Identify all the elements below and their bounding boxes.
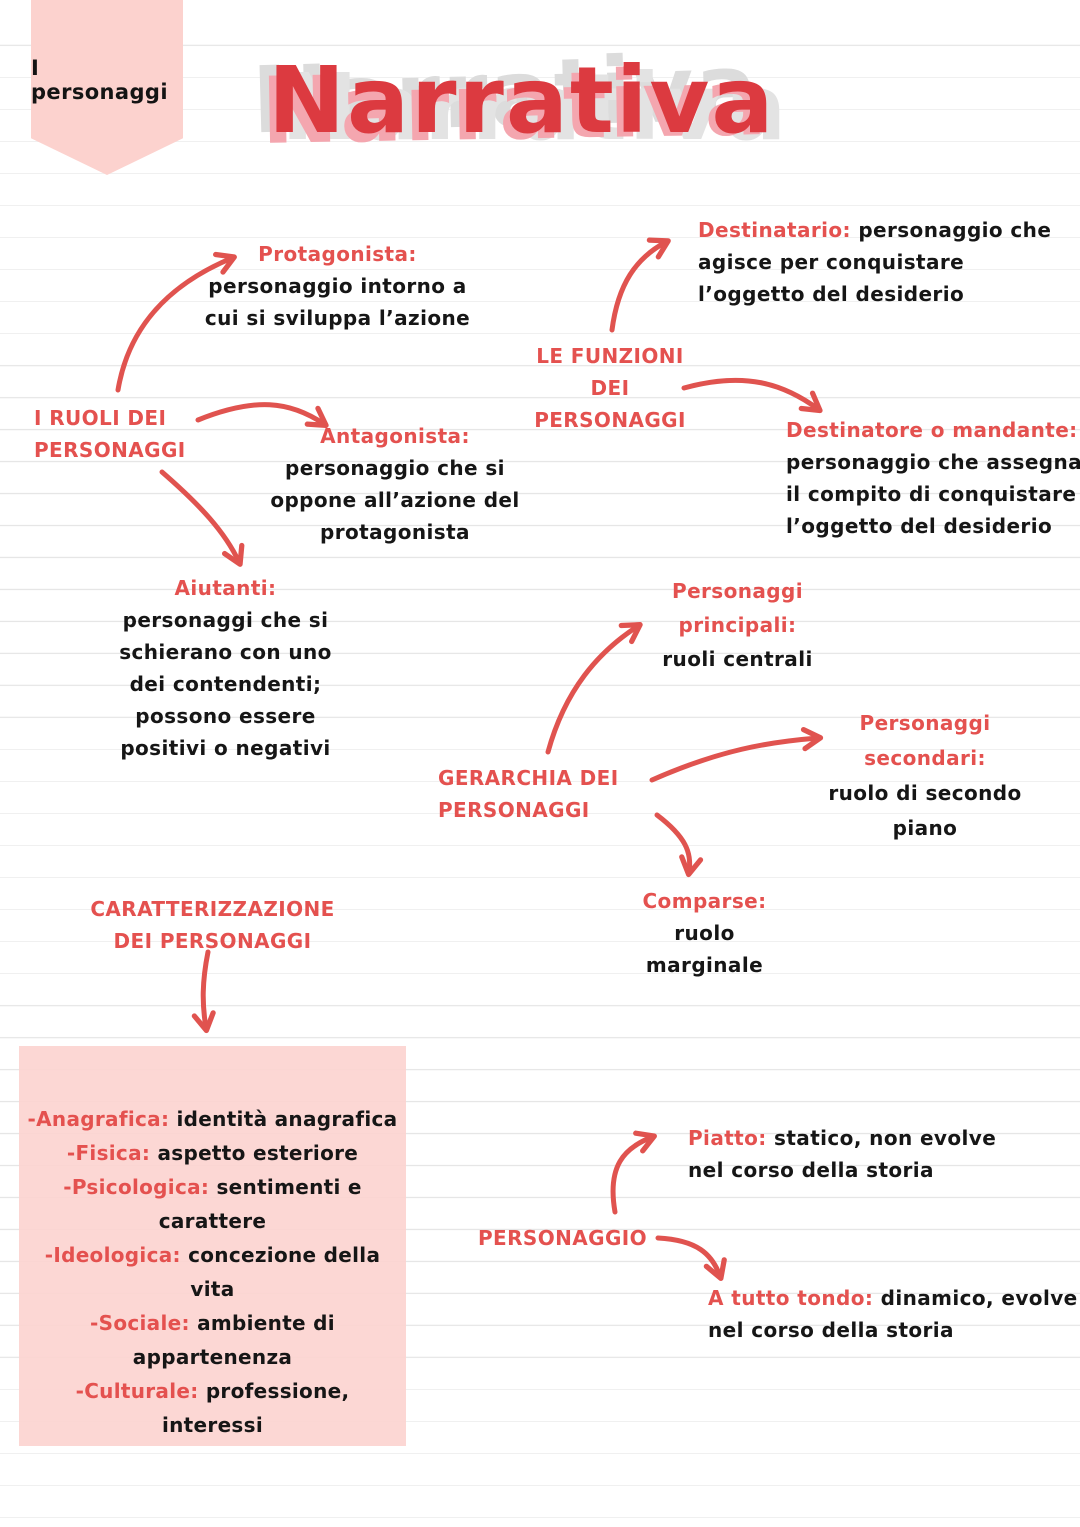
node-piatto: Piatto: statico, non evolve nel corso de… [688, 1122, 1018, 1186]
node-heading-line: PERSONAGGIO [478, 1226, 648, 1250]
node-destinatario: Destinatario: personaggio che agisce per… [698, 214, 1051, 310]
node-label: Protagonista: [258, 242, 417, 266]
node-text-line: ruoli centrali [662, 647, 813, 671]
node-text-line: schierano con uno [119, 640, 332, 664]
arrow-caratterizzazione-to-box [191, 949, 216, 1034]
arrow-ruoli-to-aiutanti [159, 469, 245, 567]
title-ghost-layer: Narrativa [281, 54, 789, 161]
node-funzioni-personaggi: LE FUNZIONI DEI PERSONAGGI [530, 340, 690, 436]
node-label: secondari: [864, 746, 986, 770]
node-text-line: marginale [645, 953, 764, 977]
node-personaggi-secondari: Personaggi secondari: ruolo di secondo p… [825, 706, 1025, 846]
node-text-line: ruolo [674, 921, 735, 945]
node-protagonista: Protagonista: personaggio intorno a cui … [190, 238, 485, 334]
node-text-line: l’oggetto del desiderio [698, 282, 965, 306]
node-text-line: cui si sviluppa l’azione [204, 306, 471, 330]
box-item-label: -Psicologica: [63, 1175, 210, 1199]
node-text-line: personaggio che si [285, 456, 505, 480]
node-text-line: nel corso della storia [708, 1318, 954, 1342]
node-label: Personaggi [859, 711, 991, 735]
node-text-inline: statico, non evolve [774, 1126, 997, 1150]
page-title: Narrativa Narrativa Narrativa Narrativa [251, 34, 828, 186]
node-label: Personaggi [672, 579, 803, 603]
node-text-line: protagonista [320, 520, 470, 544]
box-item-text: aspetto esteriore [157, 1141, 359, 1165]
node-label: Destinatore o mandante: [786, 418, 1078, 442]
node-label: Piatto: [688, 1126, 767, 1150]
box-item-text: identità anagrafica [176, 1107, 398, 1131]
node-text-line: oppone all’azione del [270, 488, 520, 512]
node-text-line: nel corso della storia [688, 1158, 934, 1182]
node-personaggio: PERSONAGGIO [478, 1222, 647, 1254]
node-text-inline: personaggio che [858, 218, 1052, 242]
node-heading-line: DEI PERSONAGGI [113, 929, 312, 953]
node-label: Destinatario: [698, 218, 851, 242]
caratterizzazione-box-content: -Anagrafica: identità anagrafica -Fisica… [19, 1046, 406, 1442]
arrow-personaggio-to-piatto [610, 1130, 657, 1215]
node-antagonista: Antagonista: personaggio che si oppone a… [270, 420, 520, 548]
node-heading-line: PERSONAGGI [438, 798, 590, 822]
node-heading-line: CARATTERIZZAZIONE [90, 897, 335, 921]
arrow-personaggio-to-tuttotondo [655, 1235, 727, 1281]
node-label: Antagonista: [320, 424, 470, 448]
bookmark-label: I personaggi [31, 56, 168, 104]
box-item: -Psicologica: sentimenti e carattere [25, 1170, 400, 1238]
node-tutto-tondo: A tutto tondo: dinamico, evolve nel cors… [708, 1282, 1077, 1346]
arrow-gerarchia-to-comparse [654, 812, 704, 878]
box-item: -Ideologica: concezione della vita [25, 1238, 400, 1306]
node-text-line: il compito di conquistare [786, 482, 1077, 506]
node-label: Comparse: [642, 889, 767, 913]
node-destinatore: Destinatore o mandante: personaggio che … [786, 414, 1080, 542]
node-heading-line: DEI [590, 376, 630, 400]
node-heading-line: I RUOLI DEI [34, 406, 167, 430]
node-heading-line: PERSONAGGI [34, 438, 186, 462]
node-text-inline: dinamico, evolve [880, 1286, 1078, 1310]
box-item-label: -Fisica: [66, 1141, 151, 1165]
box-item-text: concezione della vita [188, 1243, 381, 1301]
arrow-funzioni-to-destinatore [681, 377, 823, 414]
node-ruoli-personaggi: I RUOLI DEI PERSONAGGI [34, 402, 224, 466]
arrow-funzioni-to-destinatario [609, 237, 671, 333]
node-text-line: personaggio che assegna [786, 450, 1080, 474]
node-label: principali: [678, 613, 797, 637]
node-text-line: personaggio intorno a [208, 274, 467, 298]
node-text-line: ruolo di secondo [828, 781, 1022, 805]
node-label: Aiutanti: [174, 576, 277, 600]
title-main: Narrativa [268, 47, 776, 154]
node-personaggi-principali: Personaggi principali: ruoli centrali [640, 574, 835, 676]
node-text-line: possono essere [135, 704, 316, 728]
bookmark-ribbon: I personaggi [31, 0, 183, 175]
box-item-text: ambiente di appartenenza [132, 1311, 335, 1369]
node-gerarchia-personaggi: GERARCHIA DEI PERSONAGGI [438, 762, 648, 826]
box-item-text: professione, interessi [161, 1379, 350, 1437]
box-item: -Fisica: aspetto esteriore [25, 1136, 400, 1170]
box-item-text: sentimenti e carattere [158, 1175, 362, 1233]
box-item: -Culturale: professione, interessi [25, 1374, 400, 1442]
node-heading-line: PERSONAGGI [534, 408, 686, 432]
node-text-line: agisce per conquistare [698, 250, 965, 274]
node-caratterizzazione: CARATTERIZZAZIONE DEI PERSONAGGI [80, 893, 345, 957]
box-item: -Anagrafica: identità anagrafica [25, 1102, 400, 1136]
node-comparse: Comparse: ruolo marginale [622, 885, 787, 981]
node-heading-line: LE FUNZIONI [536, 344, 684, 368]
arrow-gerarchia-to-principali [545, 622, 643, 755]
node-text-line: dei contendenti; [129, 672, 322, 696]
caratterizzazione-box: -Anagrafica: identità anagrafica -Fisica… [19, 1046, 406, 1446]
box-item-label: -Sociale: [90, 1311, 190, 1335]
box-item-label: -Culturale: [75, 1379, 199, 1403]
arrow-gerarchia-to-secondari [649, 727, 824, 783]
box-item-label: -Anagrafica: [27, 1107, 170, 1131]
box-item-label: -Ideologica: [44, 1243, 181, 1267]
node-text-line: piano [892, 816, 958, 840]
node-aiutanti: Aiutanti: personaggi che si schierano co… [108, 572, 343, 764]
box-item: -Sociale: ambiente di appartenenza [25, 1306, 400, 1374]
node-text-line: personaggi che si [122, 608, 329, 632]
node-text-line: positivi o negativi [120, 736, 331, 760]
node-heading-line: GERARCHIA DEI [438, 766, 619, 790]
node-label: A tutto tondo: [708, 1286, 874, 1310]
node-text-line: l’oggetto del desiderio [786, 514, 1053, 538]
